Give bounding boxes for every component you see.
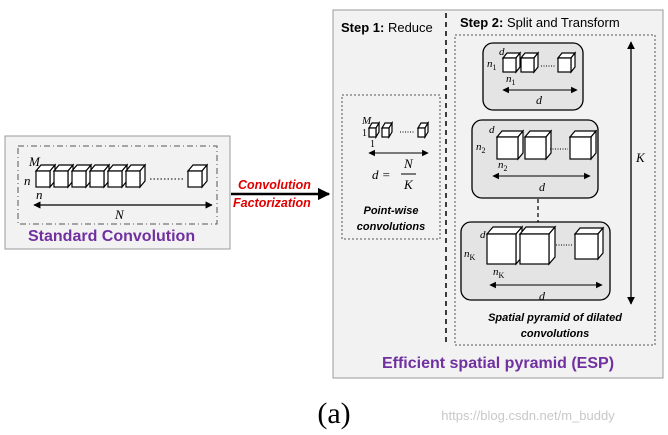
step1-heading: Step 1: Reduce bbox=[341, 20, 433, 35]
big-n-label: N bbox=[114, 207, 125, 222]
pointwise-cubes bbox=[367, 120, 430, 140]
branch-2-d-bottom: d bbox=[539, 180, 546, 194]
branch-2-cube bbox=[523, 129, 553, 161]
arrow-label-line1: Convolution bbox=[238, 178, 311, 192]
k-label: K bbox=[635, 150, 646, 165]
branch-1-cube bbox=[501, 51, 522, 74]
step2-heading: Step 2: Split and Transform bbox=[460, 15, 620, 30]
branch-k-cube bbox=[518, 225, 557, 266]
branch-1-d-bottom: d bbox=[536, 93, 543, 107]
eq-numerator: N bbox=[403, 156, 414, 171]
branch-k-n-bottom: nK bbox=[493, 266, 505, 280]
watermark: https://blog.csdn.net/m_buddy bbox=[441, 408, 615, 423]
branch-k-d-bottom: d bbox=[539, 289, 546, 303]
branch-k-n-side: nK bbox=[464, 248, 476, 262]
pointwise-cube bbox=[416, 120, 430, 140]
standard-cube bbox=[106, 163, 129, 189]
n-side-label: n bbox=[24, 173, 31, 188]
step2-dotted-box bbox=[454, 34, 656, 346]
branch-k-cube bbox=[573, 226, 605, 261]
standard-convolution-panel: M n n N Standard Convolution bbox=[4, 135, 231, 250]
pw-caption-line1: Point-wise bbox=[363, 205, 418, 217]
m-label: M bbox=[28, 154, 41, 169]
branch-2-cube bbox=[568, 129, 598, 161]
esp-title: Efficient spatial pyramid (ESP) bbox=[382, 355, 614, 372]
figure-label: (a) bbox=[317, 397, 350, 430]
pointwise-cube bbox=[367, 120, 381, 140]
branch-2-n-side: n2 bbox=[476, 141, 486, 155]
branch-k-cube bbox=[485, 225, 524, 266]
pw-m-label: M bbox=[361, 115, 372, 127]
branch-k-cubes bbox=[485, 225, 605, 266]
branch-1-n-bottom: n1 bbox=[506, 73, 516, 87]
branch-1-cube bbox=[519, 51, 540, 74]
arrow-label-line2: Factorization bbox=[233, 196, 311, 210]
eq-denominator: K bbox=[403, 177, 414, 192]
sp-caption-line1: Spatial pyramid of dilated bbox=[488, 312, 622, 324]
standard-cube bbox=[186, 163, 209, 189]
eq-lhs: d = bbox=[372, 167, 391, 182]
standard-cube bbox=[70, 163, 93, 189]
standard-cube bbox=[124, 163, 147, 189]
pw-caption-line2: convolutions bbox=[357, 221, 425, 233]
standard-cubes bbox=[34, 163, 209, 189]
sp-caption-line2: convolutions bbox=[521, 328, 589, 340]
standard-cube bbox=[88, 163, 111, 189]
branch-1-cube bbox=[556, 51, 577, 74]
branch-2-n-bottom: n2 bbox=[498, 159, 508, 173]
branch-1-d-top: d bbox=[499, 46, 505, 58]
pointwise-cube bbox=[380, 120, 394, 140]
branch-1-n-side: n1 bbox=[487, 58, 497, 72]
esp-panel: Step 1: Reduce M 1 1 d = N K Point-wise … bbox=[332, 9, 664, 379]
pw-one-bottom: 1 bbox=[370, 139, 375, 150]
standard-cube bbox=[34, 163, 57, 189]
branch-1-cubes bbox=[501, 51, 577, 74]
branch-2-cube bbox=[495, 129, 525, 161]
branch-2-d-top: d bbox=[489, 124, 495, 136]
standard-cube bbox=[52, 163, 75, 189]
branch-k-d-top: d bbox=[480, 229, 486, 241]
standard-convolution-title: Standard Convolution bbox=[28, 228, 195, 245]
n-bottom-label: n bbox=[36, 187, 43, 202]
branch-2-cubes bbox=[495, 129, 598, 161]
step1-dotted-box bbox=[341, 94, 441, 240]
pw-one-side: 1 bbox=[362, 128, 367, 139]
factorization-arrow: Convolution Factorization bbox=[231, 178, 331, 210]
